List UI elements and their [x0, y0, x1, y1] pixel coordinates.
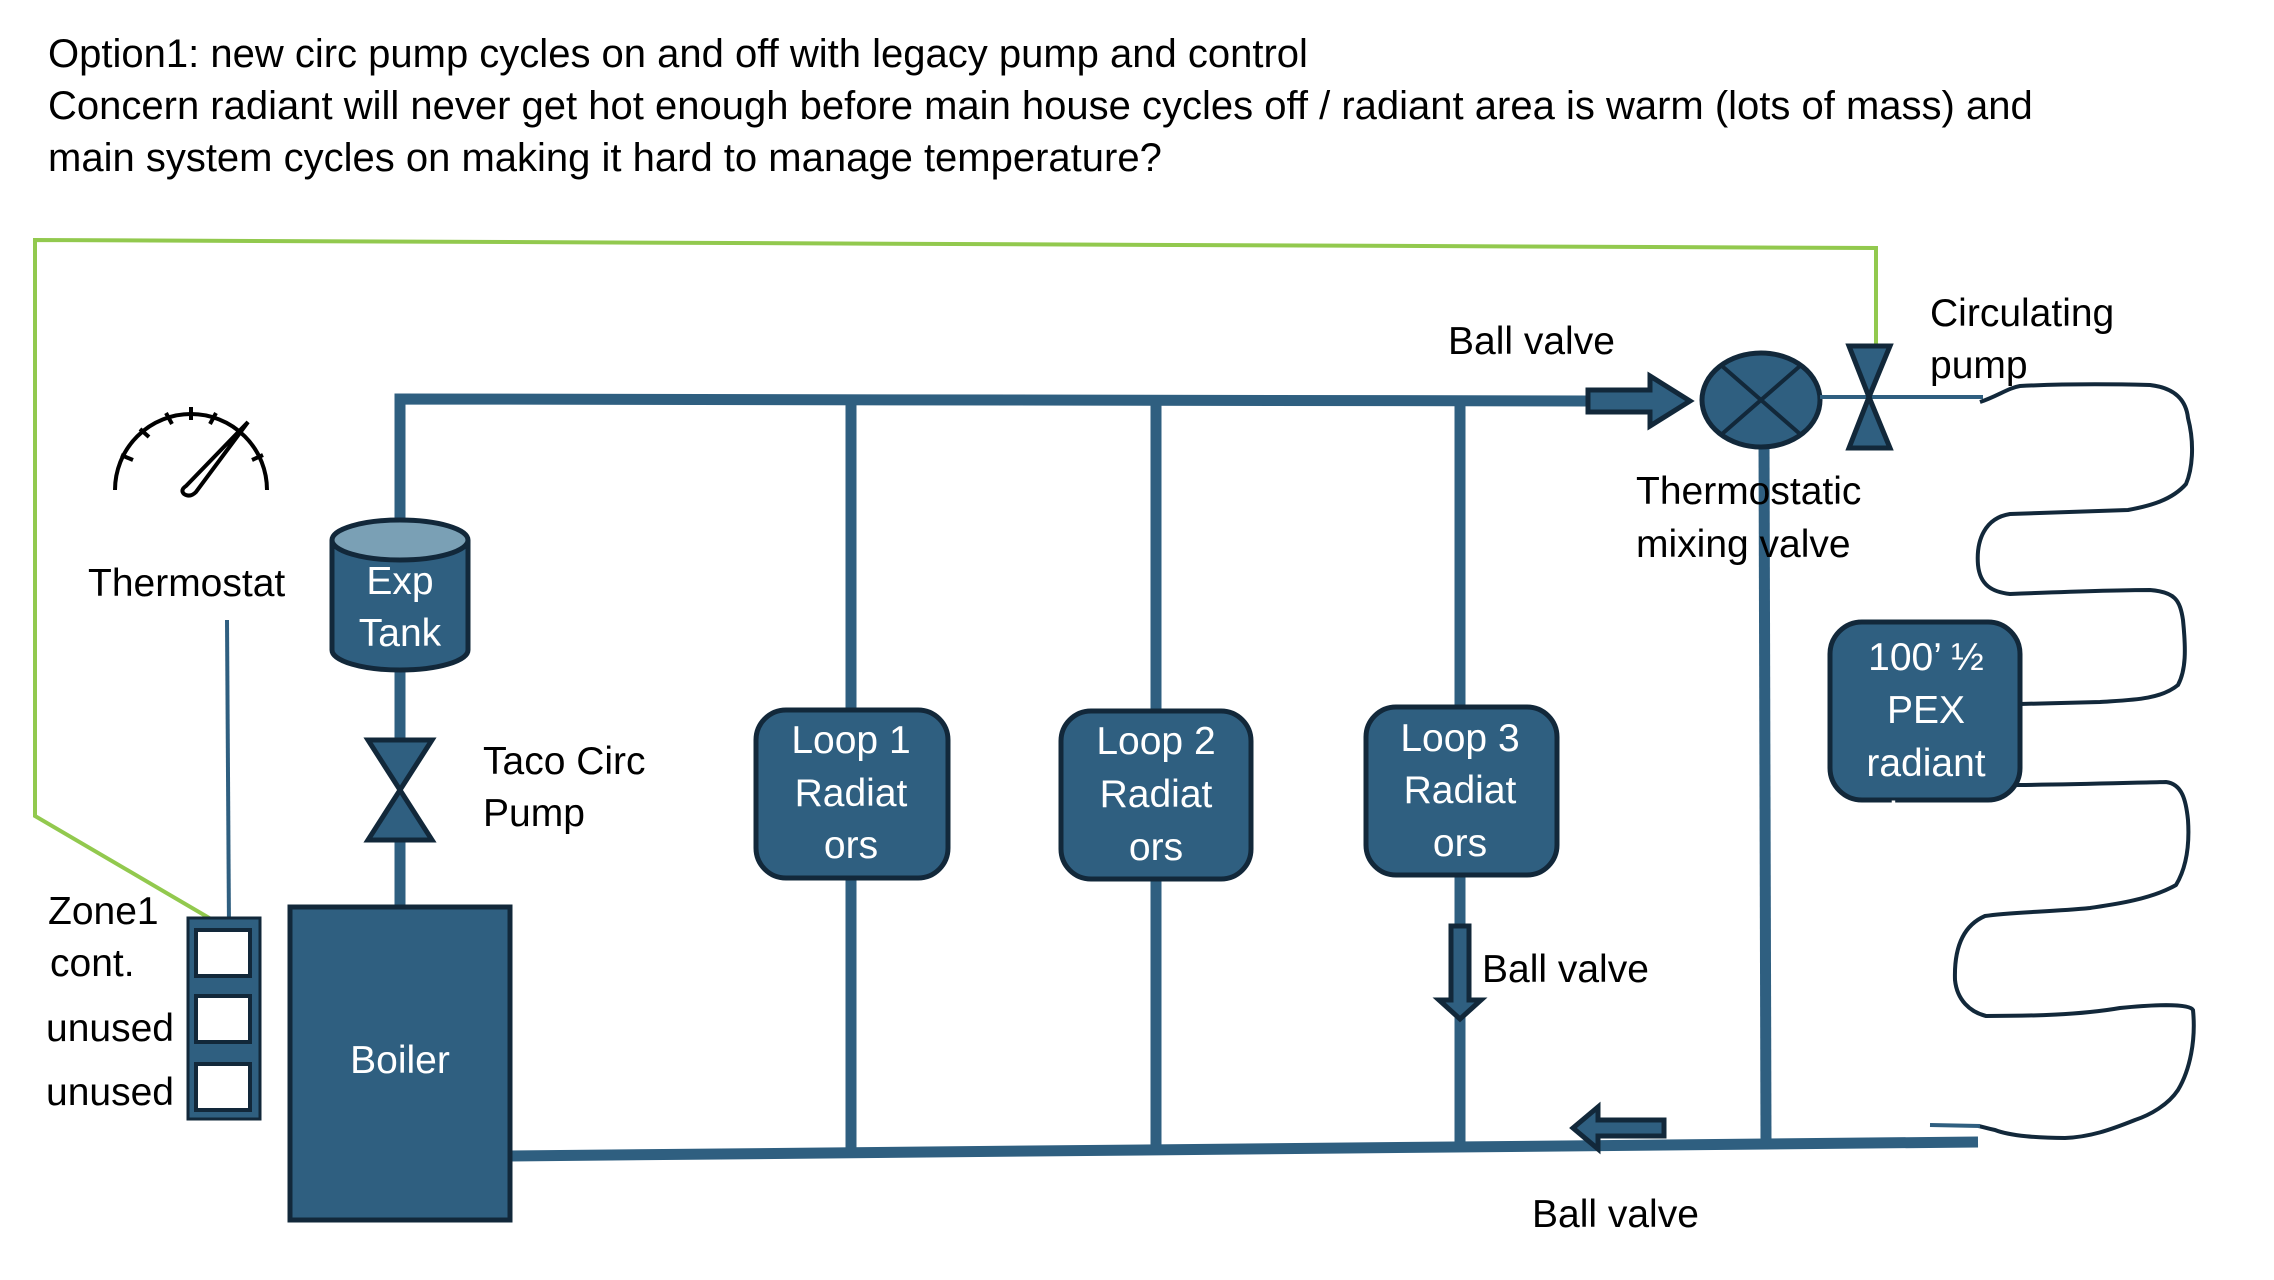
- pex-to-return-pipe: [1929, 1123, 1981, 1128]
- supply-ball-valve-arrow-icon: [1585, 371, 1695, 431]
- control-wire: [33, 237, 1878, 931]
- boiler: Boiler: [287, 904, 513, 1223]
- supply-ball-valve-label: Ball valve: [1448, 320, 1615, 363]
- exp-tank-label-1: Exp: [366, 560, 433, 603]
- circulating-pump-label-2: pump: [1930, 344, 2028, 387]
- loop2-radiators: Loop 2 Radiat ors: [1058, 708, 1254, 882]
- loop2-label-1: Loop 2: [1096, 720, 1215, 763]
- mixing-valve-icon: [1699, 350, 1823, 450]
- mixing-bypass-pipe: [1758, 439, 1772, 1143]
- exp-tank-label-2: Tank: [359, 612, 442, 655]
- loop2-label-3: ors: [1129, 826, 1183, 869]
- taco-pump-label-1: Taco Circ: [483, 740, 646, 783]
- unused-control-slot-2: [194, 1062, 252, 1112]
- thermostat-label: Thermostat: [88, 562, 285, 605]
- unused-control-slot-1: [194, 994, 252, 1044]
- title-line-2: Concern radiant will never get hot enoug…: [48, 84, 2033, 128]
- pex-label-2: PEX: [1887, 689, 1965, 732]
- zone1-control-slot: [194, 928, 252, 978]
- loop3-label-2: Radiat: [1404, 769, 1517, 812]
- title-line-1: Option1: new circ pump cycles on and off…: [48, 32, 1308, 76]
- return-ball-valve-label: Ball valve: [1532, 1193, 1699, 1236]
- pex-label-3: radiant: [1866, 742, 1985, 785]
- taco-pump-label-2: Pump: [483, 792, 585, 835]
- thermostat-wire: [225, 619, 231, 930]
- boiler-label: Boiler: [350, 1039, 450, 1082]
- gauge-icon: [113, 407, 269, 498]
- loop3-label-1: Loop 3: [1400, 717, 1519, 760]
- loop3-ball-valve-label: Ball valve: [1482, 948, 1649, 991]
- supply-pipe: [394, 393, 1591, 522]
- zone1-label-2: cont.: [50, 942, 135, 985]
- loop1-label-2: Radiat: [795, 772, 908, 815]
- pex-radiant-loop-tube: [1952, 382, 2196, 1140]
- mixing-valve-label-2: mixing valve: [1636, 523, 1851, 566]
- circulating-pump-icon: [1845, 343, 1894, 451]
- pex-label-1: 100’ ½: [1868, 636, 1984, 679]
- unused-label-1: unused: [46, 1007, 174, 1050]
- return-pipe: [509, 1136, 1979, 1162]
- loop3-label-3: ors: [1433, 822, 1487, 865]
- loop2-label-2: Radiat: [1100, 773, 1213, 816]
- title-line-3: main system cycles on making it hard to …: [48, 136, 1162, 180]
- pex-label-4: loop: [1889, 795, 1963, 838]
- unused-label-2: unused: [46, 1071, 174, 1114]
- mixing-valve-label-1: Thermostatic: [1636, 470, 1861, 513]
- zone1-label-1: Zone1: [48, 890, 159, 933]
- loop1-radiators: Loop 1 Radiat ors: [753, 707, 951, 881]
- taco-pump-icon: [363, 737, 437, 843]
- return-ball-valve-arrow-icon: [1569, 1101, 1667, 1155]
- loop3-radiators: Loop 3 Radiat ors: [1363, 704, 1560, 878]
- zone-control-panel: [186, 916, 262, 1121]
- circulating-pump-label-1: Circulating: [1930, 292, 2114, 335]
- expansion-tank: Exp Tank: [329, 517, 471, 673]
- loop1-label-1: Loop 1: [791, 719, 910, 762]
- loop1-label-3: ors: [824, 824, 878, 867]
- pex-loop-box: 100’ ½ PEX radiant loop: [1827, 619, 2023, 838]
- diagram-title: Option1: new circ pump cycles on and off…: [48, 28, 2033, 184]
- loop3-ball-valve-arrow-icon: [1432, 923, 1488, 1023]
